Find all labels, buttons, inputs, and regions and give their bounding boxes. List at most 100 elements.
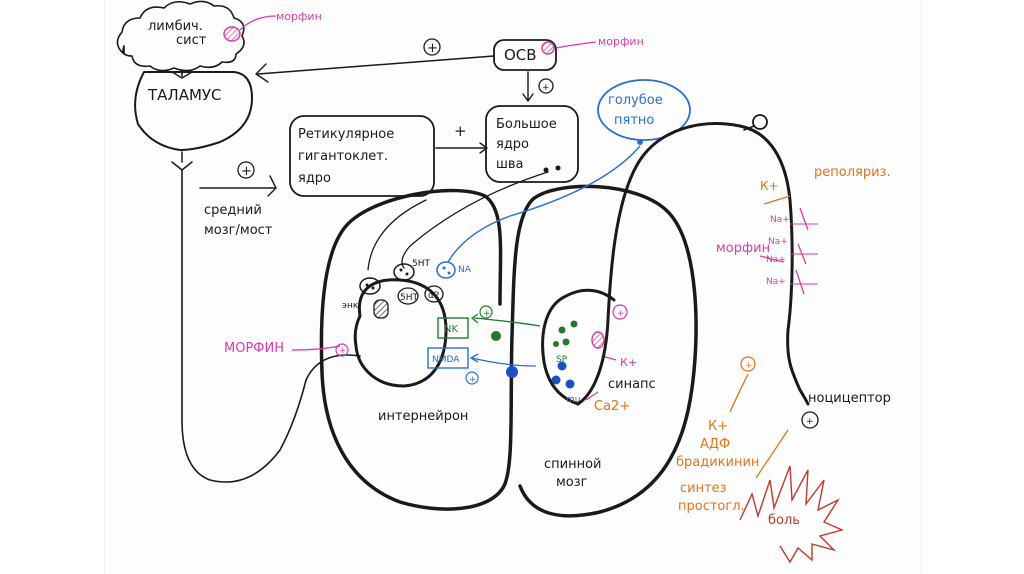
bradykinin-label: брадикинин [676, 455, 759, 470]
locus-coeruleus-output-dot [637, 139, 643, 145]
k-side-label: К+ [760, 179, 779, 193]
enk-vesicle-2 [371, 286, 375, 290]
glu-vesicle-3 [565, 379, 575, 389]
midbrain-label-2: мозг/мост [204, 223, 273, 238]
sp-vesicle-4 [553, 341, 559, 347]
sp-to-nk-arrow [473, 317, 541, 327]
glu-vesicle-1 [557, 361, 567, 371]
ca-label: Ca2+ [594, 399, 630, 414]
ocv-morphine-arrow [555, 41, 597, 49]
spinal-cord-outline [319, 184, 698, 518]
locus-coeruleus-label-2: пятно [614, 113, 654, 128]
nmda-label: NMDA [432, 355, 460, 365]
limbic-label-2: сист [176, 33, 207, 48]
glu-vesicle-2 [551, 375, 561, 385]
na-label: NА [458, 265, 472, 275]
primary-morphine-plus-circle [612, 304, 628, 320]
interneuron-label: интернейрон [378, 409, 468, 424]
thalamus-outline [134, 71, 253, 151]
ocv-thalamus-synapse [255, 63, 269, 83]
enk-vesicle-1 [365, 283, 369, 287]
nk-plus: + [483, 309, 491, 319]
ganglion-stalk [743, 125, 755, 131]
substance-p-released [491, 331, 501, 341]
sht-receptor [397, 287, 419, 305]
synthesis-label-1: синтез [680, 481, 727, 496]
sht-label-top: 5НТ [412, 259, 430, 269]
ocv-box [493, 39, 557, 71]
nk-receptor-box [437, 317, 469, 339]
cloud-thalamus-synapse [171, 71, 193, 79]
raphe-node: Большое ядро шва [485, 105, 579, 183]
synthesis-arrow [755, 429, 789, 479]
sht-terminal-bulb [393, 263, 415, 281]
sht-vesicle-1 [399, 268, 403, 272]
ascending-spinothalamic-tract [181, 169, 361, 483]
sp-vesicle-2 [570, 320, 578, 328]
thalamus-label: ТАЛАМУС [147, 86, 222, 104]
na-terminal-bulb [436, 261, 456, 279]
nmda-plus-circle [465, 371, 479, 385]
spinal-cord-label-1: спинной [544, 457, 602, 472]
primary-afferent-terminal: SP mu [551, 320, 580, 405]
synapse-label: синапс [608, 377, 656, 392]
glu-to-nmda-arrowhead [469, 353, 479, 363]
limbic-morphine-label: морфин [276, 10, 322, 23]
glu-to-nmda-arrow [471, 357, 537, 367]
na-vesicle-2 [447, 271, 451, 275]
midbrain-plus: + [241, 164, 252, 179]
spinal-cord-label-2: мозг [556, 475, 588, 490]
reticular-box [289, 115, 435, 197]
pain-burst [739, 465, 845, 564]
reticular-descending-fiber [367, 199, 427, 271]
na-influx-arrows [790, 223, 818, 285]
nk-label: NK [444, 324, 458, 335]
midbrain-reticular-synapse [267, 175, 277, 197]
limbic-cloud-outline [116, 0, 245, 72]
nmda-receptor-box [427, 347, 469, 369]
sp-to-nk-arrowhead [470, 313, 479, 324]
na-ion-1: Na+ [770, 215, 790, 225]
spinal-morphine-plus-circle [335, 343, 349, 357]
alpha2-receptor [424, 285, 444, 303]
enkephalin-terminal: энк [342, 277, 381, 311]
na-vesicle-1 [442, 266, 446, 270]
ocv-node: ОСВ морфин [493, 35, 644, 71]
locus-coeruleus-label-1: голубое [608, 93, 663, 108]
raphe-box [485, 105, 579, 183]
locus-descending-fiber [447, 145, 641, 263]
raphe-label-3: шва [496, 157, 524, 172]
reticular-raphe-arrowhead [479, 142, 488, 154]
raphe-output-dot-1 [543, 167, 549, 173]
sht-receptor-label: 5НТ [400, 293, 418, 303]
spinal-morphine-label: МОРФИН [224, 341, 284, 356]
pain-label: боль [768, 513, 800, 528]
limbic-morphine-arrow [239, 15, 277, 31]
primary-opioid-receptor [591, 331, 605, 349]
ocv-raphe-arrowhead [522, 93, 534, 102]
ocv-thalamus-path [257, 55, 495, 75]
raphe-label-2: ядро [496, 137, 529, 152]
ocv-label: ОСВ [504, 46, 537, 64]
noradrenaline-terminal: NА [436, 261, 472, 279]
primary-morphine-plus: + [617, 309, 625, 319]
serotonin-terminal: 5НТ [393, 259, 430, 281]
reticular-label-3: ядро [298, 171, 331, 186]
sp-label: SP [556, 355, 568, 365]
sp-vesicle-1 [558, 326, 566, 334]
raphe-output-dot-2 [555, 165, 561, 171]
locus-coeruleus-node: голубое пятно [597, 79, 691, 145]
ocv-thalamus-plus: + [427, 41, 438, 56]
nk-plus-circle [479, 305, 493, 319]
nmda-plus: + [469, 375, 477, 385]
nociceptor-plus-circle [801, 411, 819, 429]
synthesis-label-2: простогл. [678, 499, 745, 514]
limbic-label-1: лимбич. [148, 19, 203, 34]
enk-terminal-bulb [359, 277, 381, 295]
locus-coeruleus-outline [597, 79, 691, 141]
adp-label: АДФ [700, 437, 730, 452]
glutamate-released [506, 366, 518, 378]
enk-label: энк [342, 301, 359, 311]
midbrain-plus-circle [237, 161, 255, 179]
